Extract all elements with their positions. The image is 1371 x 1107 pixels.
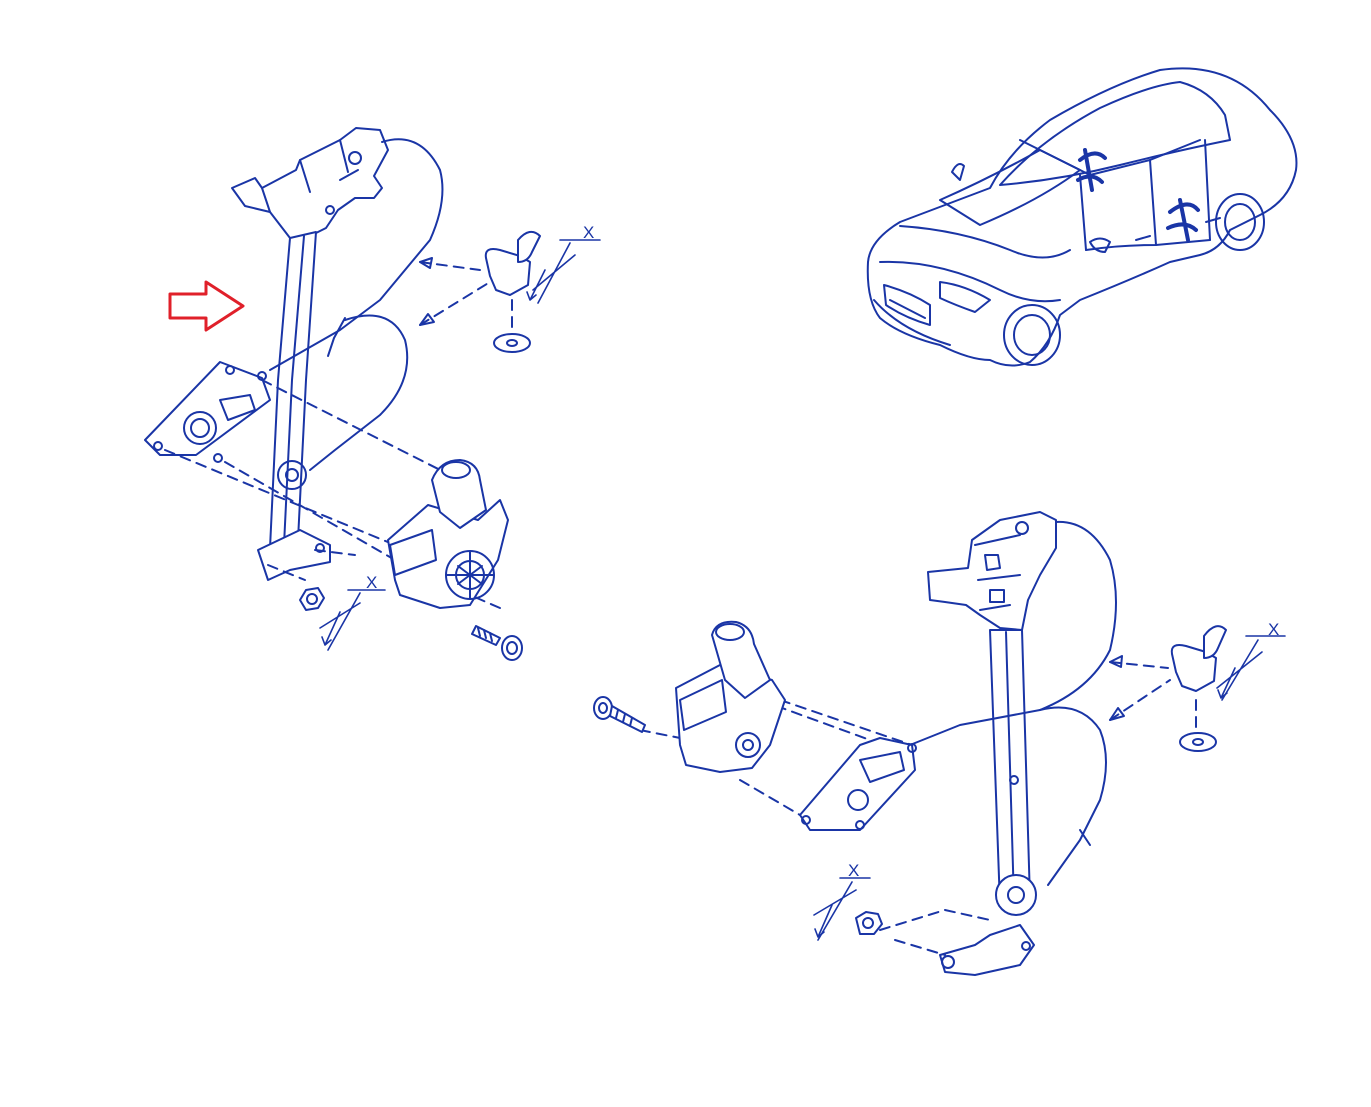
right-clip-dimension-label: X [1268, 620, 1279, 639]
left-screw-icon [471, 625, 523, 661]
right-motor [675, 620, 786, 773]
callout-arrow-icon [168, 280, 245, 332]
right-cable-clip-icon [1170, 625, 1227, 752]
left-clip-dimension-label: X [583, 223, 594, 242]
right-nut-dimension [813, 877, 871, 941]
right-regulator-assembly [639, 511, 1197, 976]
left-nut-icon [299, 587, 325, 611]
left-motor [387, 459, 509, 609]
left-nut-dimension [319, 589, 386, 651]
left-nut-dimension-label: X [366, 573, 377, 592]
right-nut-icon [855, 911, 883, 935]
right-nut-dimension-label: X [848, 861, 859, 880]
left-cable-clip-icon [484, 230, 541, 353]
left-regulator-assembly [144, 127, 513, 609]
right-screw-icon [593, 696, 646, 733]
car-illustration [866, 67, 1298, 367]
left-clip-dimension [526, 239, 601, 304]
right-clip-dimension [1216, 635, 1286, 701]
